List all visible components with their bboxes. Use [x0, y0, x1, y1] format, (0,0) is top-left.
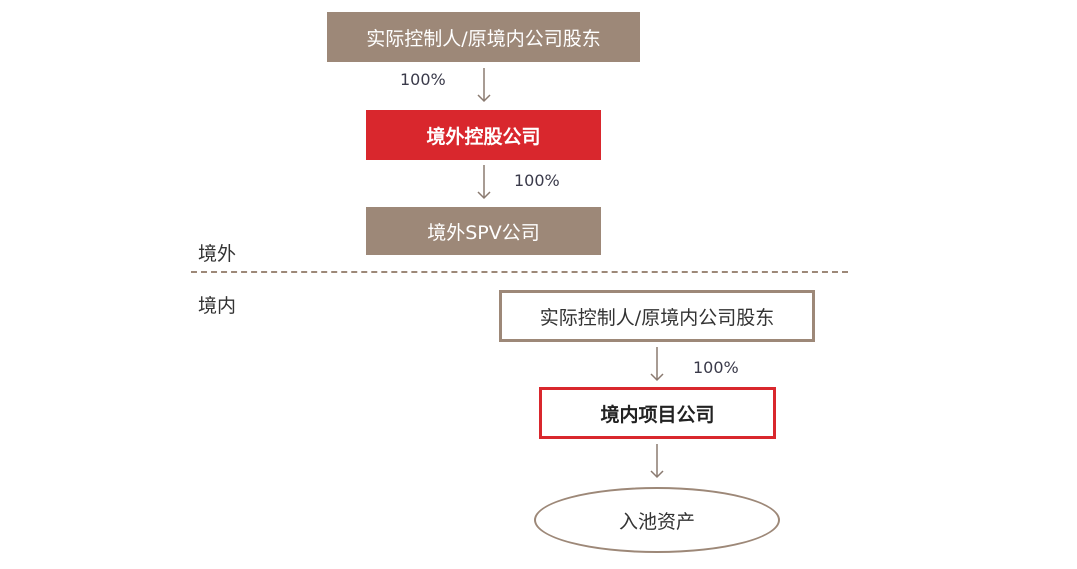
pool-asset-ellipse: 入池资产 — [534, 487, 780, 553]
onshore-controller-label: 实际控制人/原境内公司股东 — [539, 306, 775, 329]
offshore-region-label: 境外 — [198, 243, 237, 265]
offshore-spv-box: 境外SPV公司 — [366, 207, 601, 255]
offshore-holding-label: 境外控股公司 — [426, 125, 541, 148]
onshore-arrow2-icon — [650, 444, 664, 479]
offshore-holding-box: 境外控股公司 — [366, 110, 601, 160]
onshore-region-label: 境内 — [198, 295, 237, 317]
onshore-controller-box: 实际控制人/原境内公司股东 — [499, 290, 815, 342]
offshore-arrow2-percent: 100% — [514, 171, 560, 190]
offshore-arrow1-icon — [477, 68, 491, 103]
onshore-arrow1-percent: 100% — [693, 358, 739, 377]
offshore-spv-label: 境外SPV公司 — [427, 221, 540, 244]
onshore-project-label: 境内项目公司 — [600, 403, 715, 426]
offshore-controller-label: 实际控制人/原境内公司股东 — [366, 27, 601, 50]
offshore-controller-box: 实际控制人/原境内公司股东 — [327, 12, 640, 62]
offshore-arrow1-percent: 100% — [400, 70, 446, 89]
offshore-arrow2-icon — [477, 165, 491, 200]
pool-asset-label: 入池资产 — [618, 510, 695, 533]
onshore-arrow1-icon — [650, 347, 664, 382]
border-divider — [191, 271, 848, 273]
onshore-project-box: 境内项目公司 — [539, 387, 776, 439]
